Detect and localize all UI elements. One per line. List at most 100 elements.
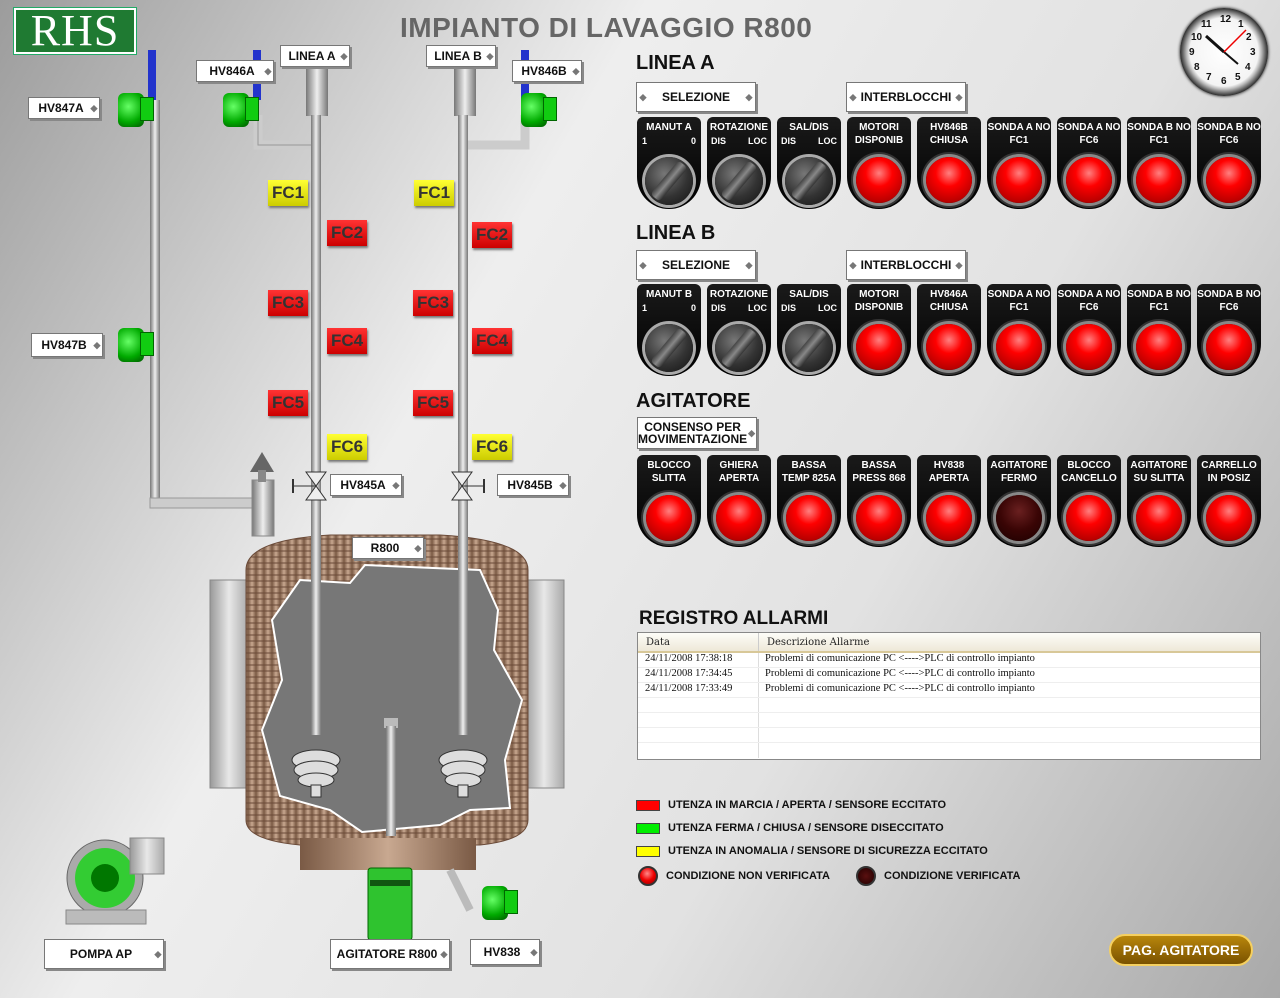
red-lamp-icon (1066, 324, 1112, 370)
legend-green-label: UTENZA FERMA / CHIUSA / SENSORE DISECCIT… (668, 822, 944, 834)
red-lamp-icon (1136, 495, 1182, 541)
consenso-movimentazione-button[interactable]: CONSENSO PER MOVIMENTAZIONE◆ (637, 417, 757, 449)
lamp-label: SONDA B NO FC6 (1197, 122, 1261, 146)
clock-number: 10 (1191, 32, 1203, 43)
tag-linea-a[interactable]: LINEA A◆ (280, 45, 350, 67)
lamp-label: BLOCCO CANCELLO (1061, 460, 1117, 484)
clock-number: 7 (1206, 72, 1212, 83)
switch-right-pos: LOC (748, 303, 767, 313)
fc1-b-sensor[interactable]: FC1 (414, 180, 454, 206)
clock-number: 8 (1194, 62, 1200, 73)
fc2-a-sensor[interactable]: FC2 (327, 220, 367, 246)
tag-hv847a[interactable]: HV847A◆ (28, 97, 100, 119)
linea-a-lamp-sonda-b-fc1: SONDA B NO FC1 (1127, 117, 1191, 209)
switch-label: ROTAZIONE (709, 289, 769, 300)
fc5-b-sensor[interactable]: FC5 (413, 390, 453, 416)
tag-pompa-ap[interactable]: POMPA AP◆ (44, 939, 164, 969)
red-lamp-icon (1206, 157, 1252, 203)
agit-lamp-blocco-cancello: BLOCCO CANCELLO (1057, 455, 1121, 547)
tag-linea-b[interactable]: LINEA B◆ (426, 45, 496, 67)
linea-b-interblocchi-button[interactable]: ◆INTERBLOCCHI◆ (846, 250, 966, 280)
empty-row (638, 698, 1260, 713)
fc6-a-sensor[interactable]: FC6 (327, 434, 367, 460)
legend-lamp-off-icon (856, 866, 876, 886)
tag-agitatore-r800[interactable]: AGITATORE R800◆ (330, 939, 450, 969)
lamp-label: BASSA TEMP 825A (781, 460, 837, 484)
agit-lamp-bassa-temp: BASSA TEMP 825A (777, 455, 841, 547)
red-lamp-icon (646, 495, 692, 541)
agit-lamp-bassa-press: BASSA PRESS 868 (847, 455, 911, 547)
red-lamp-icon (856, 495, 902, 541)
red-lamp-icon (1136, 324, 1182, 370)
fc4-a-sensor[interactable]: FC4 (327, 328, 367, 354)
hv846b-valve-icon[interactable] (515, 87, 559, 131)
tag-label: LINEA B (434, 49, 482, 63)
red-lamp-icon (1066, 495, 1112, 541)
col-header-desc[interactable]: Descrizione Allarme (767, 637, 870, 648)
fc4-b-sensor[interactable]: FC4 (472, 328, 512, 354)
clock-number: 3 (1250, 47, 1256, 58)
linea-a-selezione-button[interactable]: ◆SELEZIONE◆ (636, 82, 756, 112)
lamp-label: MOTORI DISPONIB (854, 289, 904, 313)
lamp-label: SONDA A NO FC6 (1057, 289, 1121, 313)
tag-label: HV845A (340, 478, 386, 492)
table-row[interactable]: 24/11/2008 17:34:45 Problemi di comunicaz… (638, 668, 1260, 683)
alarm-desc: Problemi di comunicazione PC <---->PLC d… (765, 683, 1035, 694)
hv846a-valve-icon[interactable] (217, 87, 261, 131)
hv847a-valve-icon[interactable] (112, 87, 156, 131)
linea-a-lamp-sonda-a-fc1: SONDA A NO FC1 (987, 117, 1051, 209)
linea-b-heading: LINEA B (636, 222, 716, 244)
linea-b-lamp-sonda-b-fc6: SONDA B NO FC6 (1197, 284, 1261, 376)
alarm-log-table[interactable]: Data Descrizione Allarme 24/11/2008 17:3… (637, 632, 1261, 760)
fc6-b-sensor[interactable]: FC6 (472, 434, 512, 460)
empty-row (638, 743, 1260, 758)
switch-left-pos: 1 (642, 303, 648, 313)
fc1-a-sensor[interactable]: FC1 (268, 180, 308, 206)
tag-hv847b[interactable]: HV847B◆ (31, 333, 103, 357)
tag-hv846b[interactable]: HV846B◆ (512, 60, 582, 82)
lamp-label: HV838 APERTA (928, 460, 970, 484)
chevron-icon: ◆ (440, 949, 448, 959)
lamp-label: HV846B CHIUSA (929, 122, 969, 146)
col-header-date[interactable]: Data (638, 633, 759, 651)
lamp-label: SONDA A NO FC1 (987, 289, 1051, 313)
linea-b-selezione-button[interactable]: ◆SELEZIONE◆ (636, 250, 756, 280)
agit-lamp-ghiera: GHIERA APERTA (707, 455, 771, 547)
lamp-label: BLOCCO SLITTA (647, 460, 691, 484)
button-label: CONSENSO PER MOVIMENTAZIONE (638, 420, 748, 446)
chevron-icon: ◆ (93, 340, 101, 350)
legend-yellow-label: UTENZA IN ANOMALIA / SENSORE DI SICUREZZ… (668, 845, 988, 857)
tag-hv845a[interactable]: HV845A◆ (330, 474, 402, 496)
selector-knob-icon (645, 157, 693, 205)
alarm-desc: Problemi di comunicazione PC <---->PLC d… (765, 668, 1035, 679)
switch-left-pos: 1 (642, 136, 648, 146)
hv838-valve-icon[interactable] (476, 880, 520, 924)
chevron-icon: ◆ (849, 92, 857, 102)
fc3-b-sensor[interactable]: FC3 (413, 290, 453, 316)
tag-hv845b[interactable]: HV845B◆ (497, 474, 569, 496)
tag-r800[interactable]: R800◆ (352, 537, 424, 559)
alarm-date: 24/11/2008 17:38:18 (638, 653, 759, 667)
tag-label: POMPA AP (69, 947, 133, 961)
clock-number: 11 (1201, 19, 1212, 30)
empty-row (638, 728, 1260, 743)
tag-hv838[interactable]: HV838◆ (470, 939, 540, 965)
tag-hv846a[interactable]: HV846A◆ (196, 60, 274, 82)
chevron-icon: ◆ (955, 260, 963, 270)
fc2-b-sensor[interactable]: FC2 (472, 222, 512, 248)
pag-agitatore-button[interactable]: PAG. AGITATORE (1109, 934, 1253, 966)
fc3-a-sensor[interactable]: FC3 (268, 290, 308, 316)
tag-label: HV845B (507, 478, 553, 492)
hv847b-valve-icon[interactable] (112, 322, 156, 366)
fc5-a-sensor[interactable]: FC5 (268, 390, 308, 416)
linea-a-interblocchi-button[interactable]: ◆INTERBLOCCHI◆ (846, 82, 966, 112)
alarm-date: 24/11/2008 17:34:45 (638, 668, 759, 682)
